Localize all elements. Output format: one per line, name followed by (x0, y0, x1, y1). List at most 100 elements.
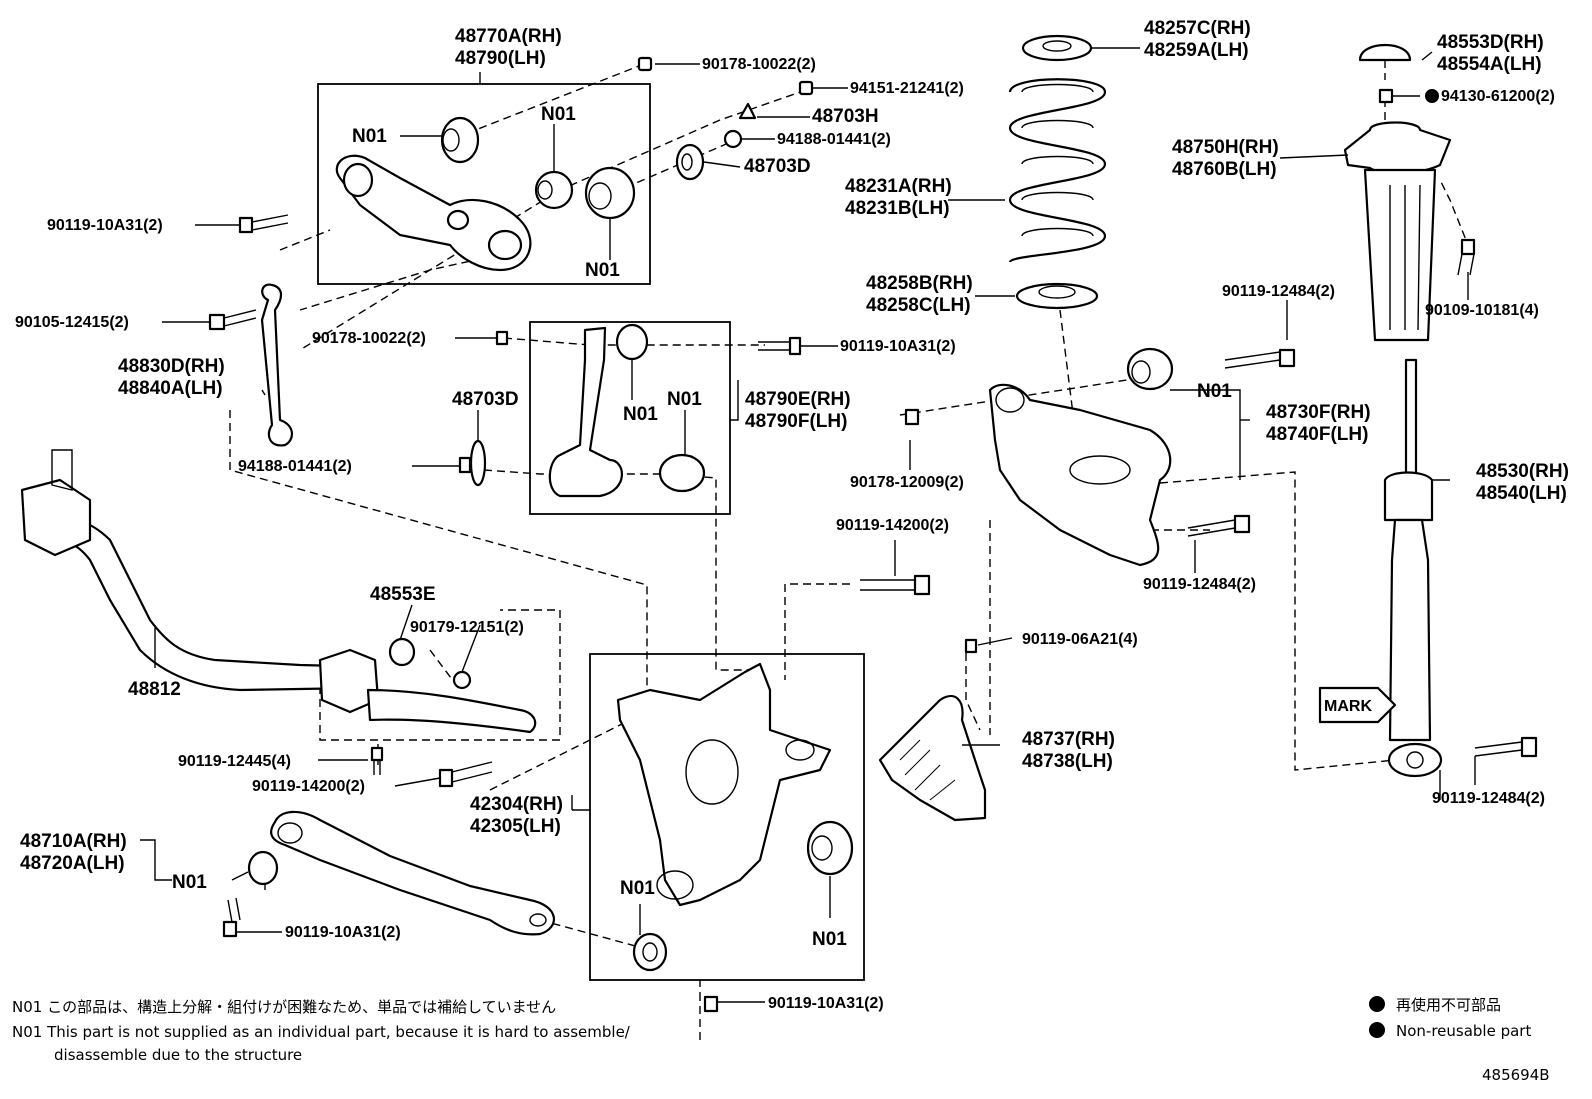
legend-dot-icon-en (1369, 1022, 1385, 1038)
coil-spring (1008, 34, 1107, 310)
label-cap-rh: 48553D(RH) (1437, 32, 1544, 53)
label-bolt-90119-12445: 90119-12445(4) (178, 753, 291, 770)
label-n01-h: N01 (812, 929, 847, 950)
label-n01-a: N01 (352, 126, 387, 147)
part-labels: 48770A(RH) 48790(LH) 90178-10022(2) 9415… (15, 18, 1569, 1012)
toe-arm-parts (458, 323, 802, 498)
label-cap-lh: 48554A(LH) (1437, 54, 1542, 75)
label-bracket-lh: 48738(LH) (1022, 751, 1113, 772)
label-bolt-90119-10A31-bottom: 90119-10A31(2) (768, 995, 884, 1012)
label-n01-e: N01 (667, 389, 702, 410)
label-spring-rh: 48231A(RH) (845, 176, 952, 197)
cam-48703D-mid (469, 439, 487, 487)
upper-arm-parts (238, 56, 814, 272)
label-support-lh: 48760B(LH) (1172, 159, 1277, 180)
label-nut-90178-12009: 90178-12009(2) (850, 474, 964, 491)
label-bolt-90105: 90105-12415(2) (15, 314, 129, 331)
legend-dot-icon-jp (1369, 996, 1385, 1012)
label-bolt-90119-12484-c: 90119-12484(2) (1432, 790, 1545, 807)
bush-48553E (388, 637, 416, 667)
label-nut-94151: 94151-21241(2) (850, 80, 964, 97)
trailing-arm (222, 810, 719, 1013)
label-support-rh: 48750H(RH) (1172, 137, 1279, 158)
bushing-n01-d (615, 323, 649, 361)
label-cam-48703H: 48703H (812, 106, 879, 127)
label-n01-i: N01 (172, 872, 207, 893)
label-spring-upper-lh: 48259A(LH) (1144, 40, 1249, 61)
shock-absorber (1318, 358, 1538, 778)
label-bolt-90119-12484-b: 90119-12484(2) (1143, 576, 1256, 593)
label-stabilizer: 48812 (128, 679, 181, 700)
label-lower-arm-rh: 48730F(RH) (1266, 402, 1371, 423)
label-trail-arm-lh: 48720A(LH) (20, 853, 125, 874)
label-knuckle-lh: 42305(LH) (470, 816, 561, 837)
label-bolt-90109: 90109-10181(4) (1425, 302, 1539, 319)
figure-id: 485694B (1482, 1066, 1550, 1084)
label-washer-94188-top: 94188-01441(2) (777, 131, 891, 148)
footnotes: N01 この部品は、構造上分解・組付けが困難なため、単品では補給していません N… (12, 998, 631, 1064)
strut-support (1343, 43, 1476, 342)
bushing-n01-a (440, 116, 480, 164)
label-link-rh: 48830D(RH) (118, 356, 225, 377)
lower-control-arm (860, 347, 1296, 596)
legend-text-en: Non-reusable part (1396, 1022, 1531, 1040)
label-spring-lower-rh: 48258B(RH) (866, 273, 973, 294)
label-bolt-90119-14200-a: 90119-14200(2) (836, 517, 949, 534)
label-bolt-90119-06A21: 90119-06A21(4) (1022, 631, 1138, 648)
label-cam-48703D-top: 48703D (744, 156, 811, 177)
stabilizer-bar (20, 449, 537, 775)
label-nut-90178-mid: 90178-10022(2) (312, 330, 426, 347)
label-n01-g: N01 (620, 878, 655, 899)
toe-arm-box (529, 321, 731, 515)
assembly-dashed-lines (229, 60, 1471, 1040)
bushing-n01-g (632, 932, 668, 972)
label-upper-arm-rh: 48770A(RH) (455, 26, 562, 47)
label-washer-94188-mid: 94188-01441(2) (238, 458, 352, 475)
label-lower-arm-lh: 48740F(LH) (1266, 424, 1368, 445)
note-n01-en-line2: disassemble due to the structure (54, 1046, 302, 1064)
upper-arm-box (317, 83, 651, 285)
bushing-n01-i (247, 850, 279, 886)
cam-48703D-top (675, 143, 705, 181)
label-bolt-90119-10A31-low: 90119-10A31(2) (285, 924, 401, 941)
label-bracket-rh: 48737(RH) (1022, 729, 1115, 750)
label-n01-d: N01 (623, 404, 658, 425)
legend: 再使用不可部品 Non-reusable part 485694B (1369, 996, 1550, 1084)
note-n01-jp: N01 この部品は、構造上分解・組付けが困難なため、単品では補給していません (12, 998, 556, 1016)
label-bolt-90119-10A31-mid: 90119-10A31(2) (840, 338, 956, 355)
bracket-48737 (878, 638, 987, 822)
label-knuckle-rh: 42304(RH) (470, 794, 563, 815)
mark-arrow (1318, 686, 1397, 724)
label-trail-arm-rh: 48710A(RH) (20, 831, 127, 852)
bushing-n01-h (806, 820, 854, 876)
label-bush-48553E: 48553E (370, 584, 436, 605)
label-n01-c: N01 (585, 260, 620, 281)
stabilizer-link (208, 283, 293, 447)
label-spring-lh: 48231B(LH) (845, 198, 950, 219)
label-mark: MARK (1324, 698, 1372, 715)
bushing-n01-c (584, 166, 636, 220)
label-n01-b: N01 (541, 104, 576, 125)
label-link-lh: 48840A(LH) (118, 378, 223, 399)
non-reusable-dot-94130 (1425, 89, 1439, 103)
cam-48703H (738, 102, 757, 120)
label-toe-arm-lh: 48790F(LH) (745, 411, 847, 432)
label-nut-94130: 94130-61200(2) (1441, 88, 1555, 105)
knuckle (438, 662, 854, 972)
knuckle-box (589, 653, 865, 981)
label-bolt-90119-14200-b: 90119-14200(2) (252, 778, 365, 795)
bushing-n01-e (658, 453, 706, 493)
label-nut-90178-top: 90178-10022(2) (702, 56, 816, 73)
legend-text-jp: 再使用不可部品 (1396, 996, 1501, 1014)
label-bolt-90119-10A31-top: 90119-10A31(2) (47, 217, 163, 234)
label-spring-lower-lh: 48258C(LH) (866, 295, 971, 316)
label-toe-arm-rh: 48790E(RH) (745, 389, 851, 410)
label-shock-lh: 48540(LH) (1476, 483, 1567, 504)
label-bolt-90119-12484-a: 90119-12484(2) (1222, 283, 1335, 300)
label-upper-arm-lh: 48790(LH) (455, 48, 546, 69)
label-n01-f: N01 (1197, 381, 1232, 402)
bushing-n01-b (534, 170, 574, 210)
label-cam-48703D-mid: 48703D (452, 389, 519, 410)
leader-lines (140, 47, 1476, 1003)
